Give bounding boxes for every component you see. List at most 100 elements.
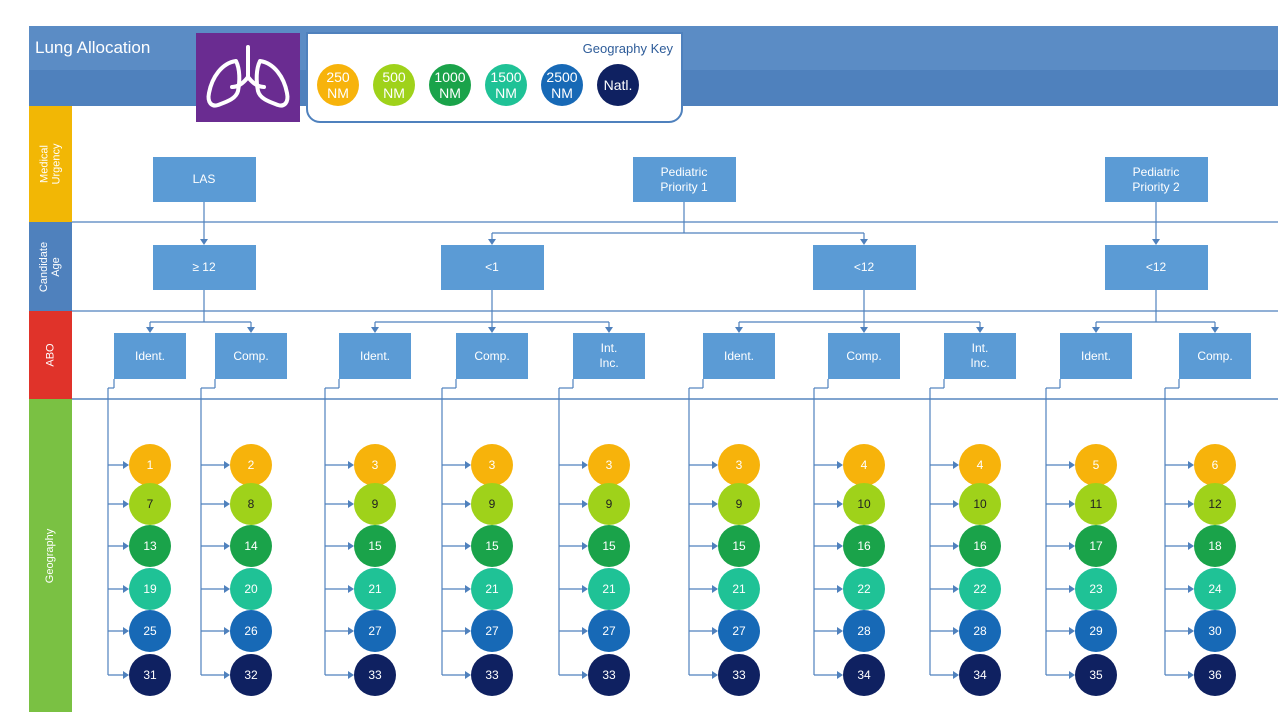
arrow-head (123, 627, 129, 635)
geography-step-circle: 25 (129, 610, 171, 652)
geography-step-circle: 22 (843, 568, 885, 610)
urgency-node: LAS (152, 157, 256, 202)
abo-node: Comp. (1179, 333, 1251, 379)
urgency-node: Pediatric Priority 2 (1104, 157, 1208, 202)
arrow-head (1069, 461, 1075, 469)
arrow-head (200, 239, 208, 245)
geography-key-chip: Natl. (597, 64, 639, 106)
lungs-icon (196, 33, 300, 122)
arrow-head (582, 500, 588, 508)
app-title: Lung Allocation (35, 38, 151, 57)
geography-step-circle: 2 (230, 444, 272, 486)
geography-step-circle: 1 (129, 444, 171, 486)
arrow-head (224, 671, 230, 679)
arrow-head (837, 585, 843, 593)
geography-step-circle: 11 (1075, 483, 1117, 525)
arrow-head (488, 327, 496, 333)
arrow-head (348, 542, 354, 550)
arrow-head (1069, 585, 1075, 593)
geography-step-circle: 35 (1075, 654, 1117, 696)
geography-step-circle: 28 (959, 610, 1001, 652)
geography-step-circle: 24 (1194, 568, 1236, 610)
geography-step-circle: 34 (959, 654, 1001, 696)
arrow-head (1092, 327, 1100, 333)
row-label-3: Geography (29, 399, 72, 712)
arrow-head (712, 671, 718, 679)
arrow-head (224, 500, 230, 508)
arrow-head (1188, 461, 1194, 469)
geography-step-circle: 12 (1194, 483, 1236, 525)
geography-step-circle: 27 (718, 610, 760, 652)
geography-step-circle: 14 (230, 525, 272, 567)
arrow-head (953, 671, 959, 679)
geography-step-circle: 33 (588, 654, 630, 696)
arrow-head (582, 671, 588, 679)
geography-step-circle: 4 (959, 444, 1001, 486)
arrow-head (224, 627, 230, 635)
arrow-head (712, 585, 718, 593)
geography-key-chip: 2500 NM (541, 64, 583, 106)
geography-key-title: Geography Key (582, 41, 673, 56)
geography-key-chip: 1000 NM (429, 64, 471, 106)
arrow-head (224, 461, 230, 469)
geography-step-circle: 27 (471, 610, 513, 652)
arrow-head (837, 500, 843, 508)
arrow-head (348, 671, 354, 679)
arrow-head (712, 461, 718, 469)
arrow-head (712, 627, 718, 635)
geography-step-circle: 21 (588, 568, 630, 610)
geography-step-circle: 22 (959, 568, 1001, 610)
arrow-head (1188, 671, 1194, 679)
arrow-head (953, 627, 959, 635)
arrow-head (1069, 500, 1075, 508)
geography-step-circle: 33 (354, 654, 396, 696)
age-node: <1 (440, 245, 544, 290)
geography-step-circle: 3 (588, 444, 630, 486)
geography-step-circle: 9 (588, 483, 630, 525)
arrow-head (837, 671, 843, 679)
arrow-head (1188, 585, 1194, 593)
geography-step-circle: 15 (588, 525, 630, 567)
abo-node: Ident. (703, 333, 775, 379)
arrow-head (860, 327, 868, 333)
geography-step-circle: 3 (718, 444, 760, 486)
geography-step-circle: 6 (1194, 444, 1236, 486)
abo-node: Comp. (215, 333, 287, 379)
arrow-head (582, 585, 588, 593)
geography-step-circle: 26 (230, 610, 272, 652)
geography-key-chip: 1500 NM (485, 64, 527, 106)
geography-step-circle: 23 (1075, 568, 1117, 610)
geography-step-circle: 8 (230, 483, 272, 525)
arrow-head (123, 542, 129, 550)
geography-step-circle: 9 (354, 483, 396, 525)
geography-step-circle: 15 (354, 525, 396, 567)
geography-step-circle: 3 (471, 444, 513, 486)
geography-step-circle: 3 (354, 444, 396, 486)
arrow-head (488, 239, 496, 245)
geography-step-circle: 34 (843, 654, 885, 696)
arrow-head (1188, 627, 1194, 635)
geography-step-circle: 15 (471, 525, 513, 567)
row-label-text: Geography (44, 528, 57, 583)
geography-step-circle: 33 (718, 654, 760, 696)
row-label-0: Medical Urgency (29, 106, 72, 222)
geography-step-circle: 4 (843, 444, 885, 486)
arrow-head (953, 500, 959, 508)
abo-node: Int. Inc. (573, 333, 645, 379)
arrow-head (860, 239, 868, 245)
abo-node: Ident. (114, 333, 186, 379)
arrow-head (582, 627, 588, 635)
arrow-head (123, 671, 129, 679)
geography-step-circle: 13 (129, 525, 171, 567)
arrow-head (605, 327, 613, 333)
abo-node: Int. Inc. (944, 333, 1016, 379)
geography-step-circle: 19 (129, 568, 171, 610)
arrow-head (953, 542, 959, 550)
arrow-head (465, 461, 471, 469)
row-label-1: Candidate Age (29, 222, 72, 311)
geography-step-circle: 7 (129, 483, 171, 525)
arrow-head (146, 327, 154, 333)
geography-step-circle: 10 (843, 483, 885, 525)
arrow-head (976, 327, 984, 333)
